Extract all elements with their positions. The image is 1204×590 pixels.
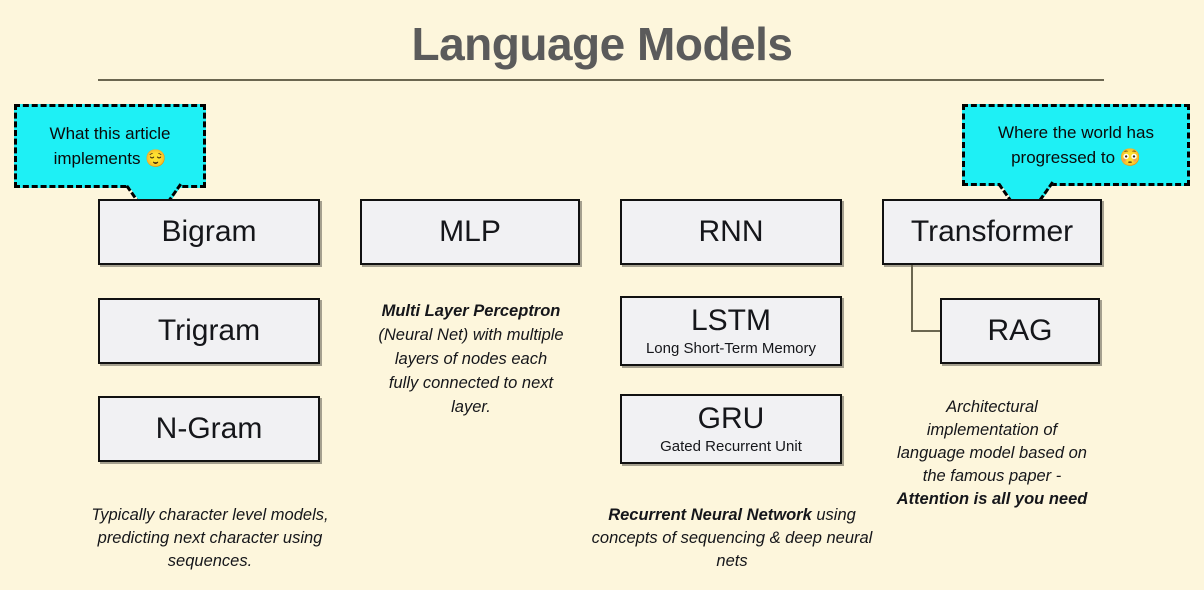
node-lstm-title: LSTM — [690, 304, 771, 337]
title-divider — [98, 79, 1104, 81]
node-ngram[interactable]: N-Gram — [98, 396, 320, 462]
node-lstm-subtitle: Long Short-Term Memory — [645, 340, 817, 357]
node-trigram[interactable]: Trigram — [98, 298, 320, 364]
callout-what-this-article-implements: What this article implements 😌 — [14, 104, 206, 188]
node-transformer[interactable]: Transformer — [882, 199, 1102, 265]
caption-transformer-column: Architectural implementation of language… — [896, 398, 1088, 508]
caption-rnn-column: Recurrent Neural Network using concepts … — [591, 506, 873, 570]
node-bigram-title: Bigram — [161, 215, 257, 248]
callout-left-text: What this article implements 😌 — [49, 124, 171, 168]
node-rnn-title: RNN — [698, 215, 764, 248]
node-mlp-title: MLP — [439, 215, 501, 248]
callout-where-world-progressed: Where the world has progressed to 😳 — [962, 104, 1190, 186]
node-gru-subtitle: Gated Recurrent Unit — [660, 438, 802, 455]
description-mlp: Multi Layer Perceptron (Neural Net) with… — [378, 302, 564, 416]
node-rnn[interactable]: RNN — [620, 199, 842, 265]
node-gru-title: GRU — [697, 402, 765, 435]
page-title: Language Models — [411, 18, 793, 70]
node-rag[interactable]: RAG — [940, 298, 1100, 364]
callout-right-text: Where the world has progressed to 😳 — [998, 123, 1154, 167]
node-ngram-title: N-Gram — [155, 412, 263, 445]
connector-transformer-to-rag-horizontal — [911, 330, 942, 332]
node-trigram-title: Trigram — [157, 314, 261, 347]
node-lstm[interactable]: LSTM Long Short-Term Memory — [620, 296, 842, 366]
node-mlp[interactable]: MLP — [360, 199, 580, 265]
node-gru[interactable]: GRU Gated Recurrent Unit — [620, 394, 842, 464]
node-transformer-title: Transformer — [910, 215, 1074, 248]
node-rag-title: RAG — [987, 314, 1053, 347]
node-bigram[interactable]: Bigram — [98, 199, 320, 265]
connector-transformer-to-rag-vertical — [911, 265, 913, 332]
caption-ngram-column: Typically character level models, predic… — [91, 506, 329, 570]
